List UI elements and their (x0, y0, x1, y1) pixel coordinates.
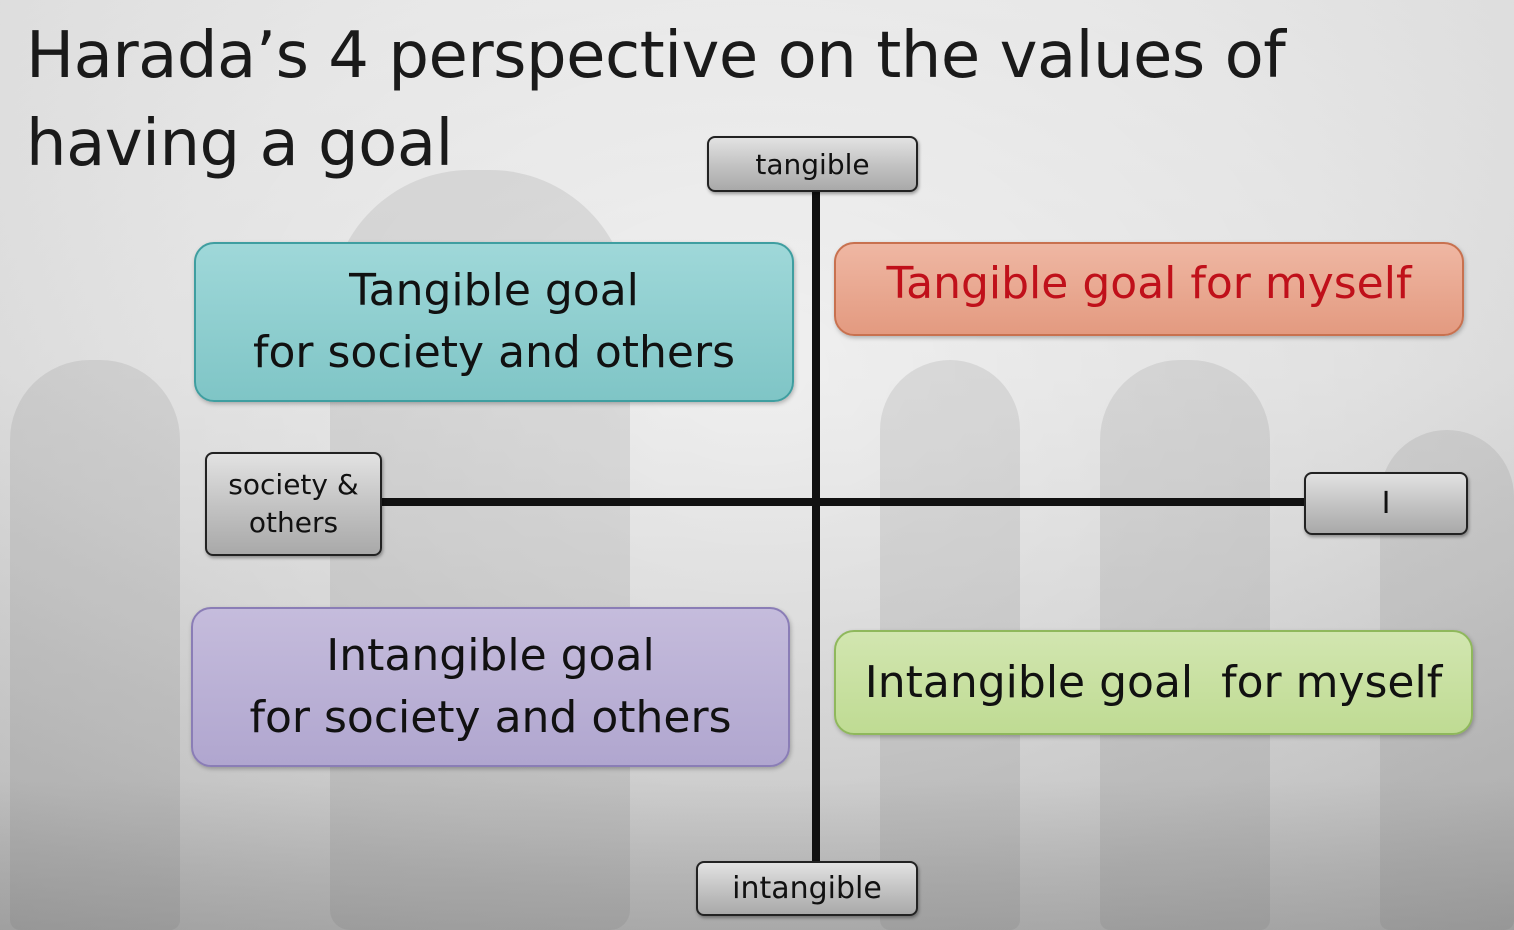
quadrant-tangible-myself: Tangible goal for myself (834, 242, 1464, 336)
axis-label-society-line1: society & (228, 468, 359, 501)
axis-label-intangible: intangible (696, 861, 918, 916)
quadrant-intangible-society-line2: for society and others (249, 692, 732, 743)
quadrant-tangible-society-line2: for society and others (252, 327, 735, 378)
axis-label-tangible: tangible (707, 136, 918, 192)
vertical-axis (812, 190, 820, 862)
horizontal-axis (380, 498, 1306, 506)
quadrant-intangible-myself-text: Intangible goal for myself (864, 657, 1443, 708)
slide-title: Harada’s 4 perspective on the values of … (26, 19, 1286, 181)
axis-label-i-text: I (1381, 486, 1391, 521)
axis-label-intangible-text: intangible (732, 871, 882, 906)
quadrant-tangible-myself-text: Tangible goal for myself (886, 258, 1412, 309)
axis-label-tangible-text: tangible (755, 147, 870, 181)
quadrant-intangible-society-line1: Intangible goal (326, 630, 655, 681)
quadrant-intangible-society: Intangible goal for society and others (191, 607, 790, 767)
axis-label-i: I (1304, 472, 1468, 535)
quadrant-tangible-society-line1: Tangible goal (349, 265, 639, 316)
axis-label-society-line2: others (248, 506, 339, 539)
axis-label-society-others: society & others (205, 452, 382, 556)
quadrant-tangible-society: Tangible goal for society and others (194, 242, 794, 402)
background-figure (10, 360, 180, 930)
quadrant-intangible-myself: Intangible goal for myself (834, 630, 1473, 735)
